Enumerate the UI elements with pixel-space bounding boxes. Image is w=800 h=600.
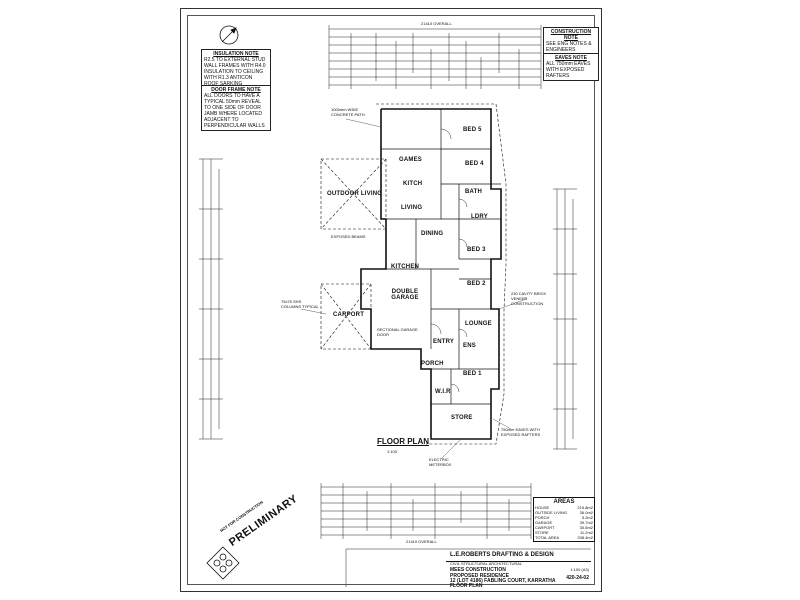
- sheet-border: [187, 15, 595, 585]
- callout-exposed-beams: EXPOSED BEAMS: [331, 234, 366, 239]
- areas-row: OUTSIDE LIVING 36.0m2: [535, 510, 593, 515]
- room-dining: DINING: [421, 231, 444, 237]
- callout-electric-meter: ELECTRIC METERBOX: [429, 457, 452, 467]
- left-dimension-lines: [199, 158, 223, 440]
- insulation-note: INSULATION NOTE R2.5 TO EXTERNAL STUD WA…: [201, 49, 271, 89]
- room-ldry: LDRY: [471, 214, 488, 220]
- room-ens: ENS: [463, 343, 476, 349]
- title-block: L.E.ROBERTS DRAFTING & DESIGN CIVIL STRU…: [346, 549, 591, 589]
- room-porch: PORCH: [421, 361, 444, 367]
- areas-row-value: 11.2m2: [579, 530, 593, 535]
- door-frame-note: DOOR FRAME NOTE ALL DOORS TO HAVE A TYPI…: [201, 85, 271, 131]
- callout-cavity-wall: 230 CAVITY BRICK VENEER CONSTRUCTION: [511, 291, 547, 306]
- room-living: LIVING: [401, 205, 423, 211]
- drawing-name: FLOOR PLAN: [450, 583, 483, 589]
- areas-row-value: 39.7m2: [579, 520, 593, 525]
- areas-row-value: 30.5m2: [579, 525, 593, 530]
- areas-row-label: CARPORT: [535, 525, 555, 530]
- door-swings: [430, 128, 468, 393]
- top-overall-dimension: 21410 OVERALL: [421, 21, 452, 26]
- areas-row-label: GARAGE: [535, 520, 553, 525]
- areas-row: CARPORT 30.5m2: [535, 525, 593, 530]
- top-dimension-lines: [328, 25, 542, 89]
- areas-row-value: 338.4m2: [577, 535, 593, 540]
- areas-row-value: 36.0m2: [579, 510, 593, 515]
- title-block-lines: [345, 548, 591, 587]
- callout-steel-column: 75x75 SHS COLUMNS TYPICAL: [281, 299, 319, 309]
- room-kitch: KITCH: [403, 181, 423, 187]
- room-bed3: BED 3: [467, 247, 486, 253]
- room-outdoor-living: OUTDOOR LIVING: [327, 191, 383, 197]
- areas-row: GARAGE 39.7m2: [535, 520, 593, 525]
- floor-plan-linework: [199, 25, 591, 587]
- room-carport: CARPORT: [333, 312, 365, 318]
- room-bed1: BED 1: [463, 371, 482, 377]
- firm-name: L.E.ROBERTS DRAFTING & DESIGN: [446, 549, 591, 562]
- north-arrow-icon: [219, 25, 239, 45]
- eaves-note: EAVES NOTE ALL 750mm EAVES WITH EXPOSED …: [543, 53, 599, 81]
- room-entry: ENTRY: [433, 339, 455, 345]
- areas-row-value: 5.2m2: [581, 515, 593, 520]
- room-kitchen: KITCHEN: [391, 264, 420, 270]
- room-double-garage: DOUBLE GARAGE: [391, 289, 419, 301]
- roof-outlines: [320, 103, 507, 445]
- areas-row-label: OUTSIDE LIVING: [535, 510, 568, 515]
- leader-lines: [300, 118, 527, 460]
- drawing-sheet: INSULATION NOTE R2.5 TO EXTERNAL STUD WA…: [180, 8, 602, 592]
- drawing-number: 420-24-02: [566, 575, 589, 581]
- callout-eaves-rafters: 750mm EAVES WITH EXPOSED RAFTERS: [501, 427, 541, 437]
- room-bed2: BED 2: [467, 281, 486, 287]
- room-bed5: BED 5: [463, 127, 482, 133]
- external-walls: [360, 108, 502, 440]
- bottom-overall-dimension: 21410 OVERALL: [406, 539, 437, 544]
- room-wir: W.I.R: [435, 389, 451, 395]
- client-name: MEES CONSTRUCTION: [450, 567, 506, 573]
- internal-walls: [381, 109, 501, 405]
- bottom-dimension-lines: [320, 483, 532, 539]
- plan-scale: 1:100: [387, 449, 398, 454]
- plan-title: FLOOR PLAN: [377, 437, 429, 446]
- room-games: GAMES: [399, 157, 423, 163]
- areas-row-label: PORCH: [535, 515, 550, 520]
- areas-row: HOUSE 215.8m2: [535, 505, 593, 510]
- areas-row-label: HOUSE: [535, 505, 550, 510]
- project-name: PROPOSED RESIDENCE: [450, 573, 509, 579]
- areas-row: TOTAL AREA 338.4m2: [535, 535, 593, 540]
- room-lounge: LOUNGE: [465, 321, 492, 327]
- areas-title: AREAS: [553, 499, 575, 505]
- room-store: STORE: [451, 415, 473, 421]
- room-bed4: BED 4: [465, 161, 484, 167]
- callout-sectional-door: SECTIONAL GARAGE DOOR: [377, 327, 418, 337]
- areas-row-value: 215.8m2: [577, 505, 593, 510]
- callout-concrete-path: 1000mm WIDE CONCRETE PATH: [331, 107, 365, 117]
- right-dimension-lines: [553, 188, 577, 450]
- firm-subtitle: CIVIL STRUCTURAL ARCHITECTURAL: [450, 561, 523, 566]
- room-bath: BATH: [465, 189, 483, 195]
- drawing-scale: 1:100 (A3): [570, 567, 589, 572]
- logo-diamond-icon: [206, 546, 240, 580]
- areas-row-label: TOTAL AREA: [535, 535, 560, 540]
- areas-row: STORE 11.2m2: [535, 530, 593, 535]
- areas-row-label: STORE: [535, 530, 549, 535]
- areas-row: PORCH 5.2m2: [535, 515, 593, 520]
- project-address: 12 (LOT 4186) FABLING COURT, KARRATHA: [450, 578, 556, 584]
